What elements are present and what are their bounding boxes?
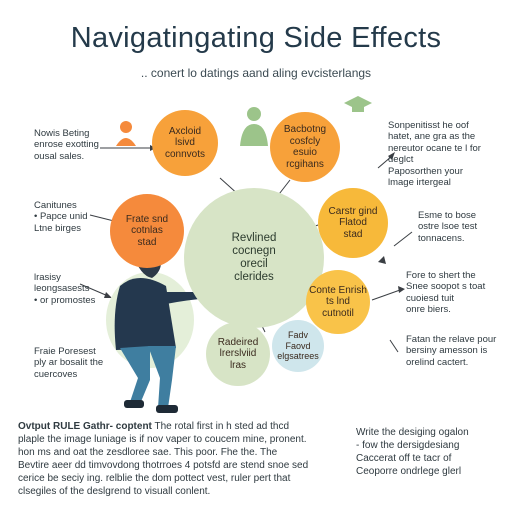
bubble-4: Carstr gind Flatod stad — [318, 188, 388, 258]
note-right-3: Fore to shert the Snee soopot s toat cuo… — [406, 270, 486, 316]
bubble-3: Frate snd cotnlas stad — [110, 194, 184, 268]
bottom-right-text: Write the desiging ogalon - fow the ders… — [356, 427, 469, 477]
person-icon — [116, 121, 136, 146]
note-left-4: Fraie Poresest ply ar bosalit the cuerco… — [34, 346, 104, 380]
page-title: Navigatingating Side Effects — [70, 22, 442, 54]
bubble-2: Bacbotng cosfcly esuio rcgihans — [270, 112, 340, 182]
bubble-5: Conte Enrish ts lnd cutnotil — [306, 270, 370, 334]
note-left-3: lrasisy leongsasests • or promostes — [34, 272, 96, 306]
bubble-1: Axcloid lsivd connvots — [152, 110, 218, 176]
bottom-left-body: The rotal first in h sted ad thcd plaple… — [18, 421, 309, 497]
bottom-left-text: Ovtput RULE Gathr- coptent The rotal fir… — [18, 420, 336, 498]
bubble-6: Radeired lrerslviid lras — [206, 322, 270, 386]
bubble-7: Fadv Faovd elgsatrees — [272, 320, 324, 372]
page-subtitle: .. conert lo datings aand aling evcister… — [140, 66, 372, 80]
user-icon — [240, 107, 268, 146]
note-right-4: Fatan the relave pour bersiny amesson is… — [406, 334, 497, 368]
note-right-2: Esme to bose ostre lsoe test tonnacens. — [418, 210, 478, 244]
bottom-left-heading: Ovtput RULE Gathr- coptent — [18, 421, 152, 432]
graduation-cap-icon — [344, 96, 372, 112]
note-left-2: Canitunes • Papce unid Ltne birges — [34, 200, 88, 234]
person-illustration — [106, 244, 217, 413]
note-right-1: Sonpenitisst he oof hatet, ane gra as th… — [388, 120, 481, 188]
note-left-1: Nowis Beting enrose exotting ousal sales… — [34, 128, 99, 162]
center-circle: Revlined cocnegn orecil clerides — [184, 188, 324, 328]
